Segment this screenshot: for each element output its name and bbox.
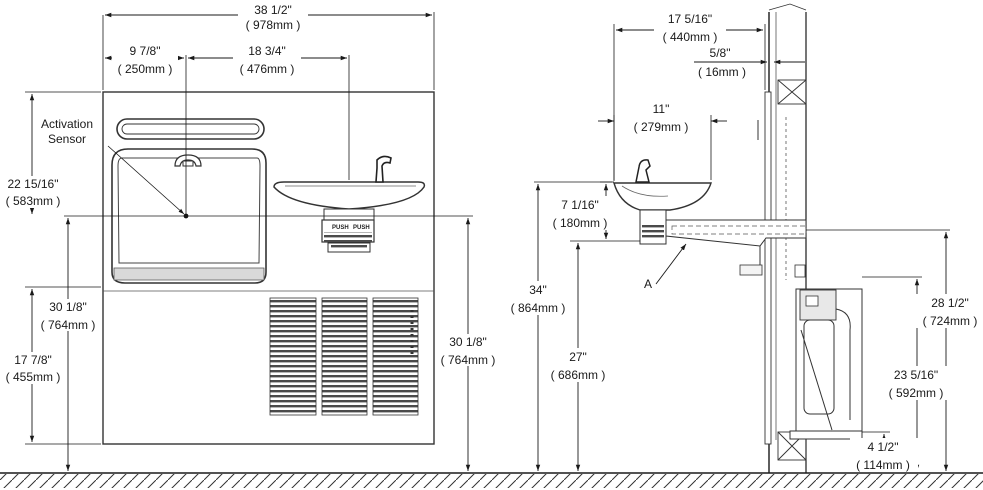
callout-a: A bbox=[644, 277, 652, 291]
bowl-depth-imperial: 11" bbox=[653, 102, 670, 116]
push-label-left: PUSH bbox=[332, 225, 349, 231]
wall-offset-imperial: 5/8" bbox=[710, 46, 731, 60]
fountain-offset-imperial: 18 3/4" bbox=[248, 44, 286, 58]
handle-bar bbox=[116, 118, 265, 140]
overall-width-metric: ( 978mm ) bbox=[246, 18, 301, 32]
activation-label-line1: Activation bbox=[41, 117, 93, 131]
overall-width-imperial: 38 1/2" bbox=[254, 3, 292, 17]
bowl-floor-imperial: 30 1/8" bbox=[449, 335, 487, 349]
sensor-offset-imperial: 9 7/8" bbox=[130, 44, 161, 58]
activation-label-line2: Sensor bbox=[48, 132, 86, 146]
filter-unit bbox=[789, 288, 863, 440]
sensor-height-top-imperial: 22 15/16" bbox=[8, 177, 59, 191]
bowl-floor-metric: ( 764mm ) bbox=[441, 353, 496, 367]
rim-height-imperial: 34" bbox=[529, 283, 547, 297]
fountain-bowl-side bbox=[613, 159, 807, 278]
front-panel bbox=[102, 91, 435, 445]
bracket-height-imperial: 28 1/2" bbox=[931, 296, 969, 310]
bracket-height-metric: ( 724mm ) bbox=[923, 314, 978, 328]
sensor-floor-imperial: 30 1/8" bbox=[49, 300, 87, 314]
sensor-height-top-metric: ( 583mm ) bbox=[6, 194, 61, 208]
rim-height-metric: ( 864mm ) bbox=[511, 301, 566, 315]
projection-metric: ( 440mm ) bbox=[663, 30, 718, 44]
floor-clearance-metric: ( 114mm ) bbox=[856, 458, 910, 472]
front-view: PUSH PUSH bbox=[2, 2, 500, 471]
bowl-height-metric: ( 180mm ) bbox=[553, 216, 608, 230]
filter-height-imperial: 23 5/16" bbox=[894, 368, 938, 382]
push-label-right: PUSH bbox=[353, 225, 370, 231]
floor bbox=[0, 472, 983, 488]
bowl-depth-metric: ( 279mm ) bbox=[634, 120, 689, 134]
cabinet-height-metric: ( 455mm ) bbox=[6, 370, 61, 384]
bottle-filler-basin bbox=[111, 148, 267, 284]
bowl-height-imperial: 7 1/16" bbox=[561, 198, 599, 212]
knee-clearance-metric: ( 686mm ) bbox=[551, 368, 606, 382]
wall-offset-metric: ( 16mm ) bbox=[698, 65, 746, 79]
louver-grilles bbox=[269, 297, 419, 416]
filter-height-metric: ( 592mm ) bbox=[889, 386, 944, 400]
side-view: 17 5/16" ( 440mm ) 5/8" ( 16mm ) 11" ( 2… bbox=[504, 3, 982, 473]
sensor-floor-metric: ( 764mm ) bbox=[41, 318, 96, 332]
fountain-offset-metric: ( 476mm ) bbox=[240, 62, 295, 76]
floor-clearance-imperial: 4 1/2" bbox=[868, 440, 899, 454]
projection-imperial: 17 5/16" bbox=[668, 12, 712, 26]
cabinet-height-imperial: 17 7/8" bbox=[14, 353, 52, 367]
knee-clearance-imperial: 27" bbox=[569, 350, 587, 364]
fountain-bowl-front: PUSH PUSH bbox=[273, 155, 426, 253]
sensor-offset-metric: ( 250mm ) bbox=[118, 62, 173, 76]
